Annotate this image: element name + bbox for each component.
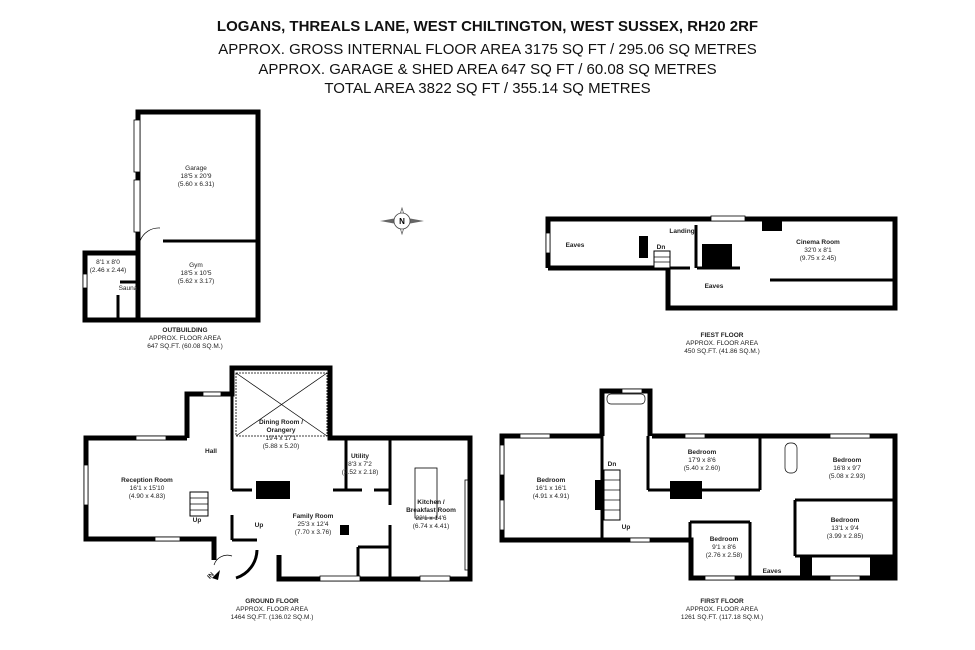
first-floor-plan	[499, 388, 898, 581]
breakfast-room-label: Breakfast Room	[406, 507, 456, 514]
up-label: Up	[193, 517, 202, 524]
compass-label: N	[399, 217, 405, 226]
family-dims-metric: (7.70 x 3.76)	[295, 529, 332, 536]
dining-room-label: Dining Room /	[259, 419, 303, 426]
utility-label: Utility	[351, 453, 369, 460]
orangery-label: Orangery	[267, 427, 296, 434]
eaves-label-3: Eaves	[763, 568, 782, 575]
utility-dims: 8'3 x 7'2	[348, 461, 372, 468]
garage-area: APPROX. GARAGE & SHED AREA 647 SQ FT / 6…	[258, 61, 717, 78]
outbuilding-area: 647 SQ.FT. (60.08 SQ.M.)	[147, 343, 223, 350]
first-floor-title: FIRST FLOOR	[700, 598, 744, 605]
outbuilding-title: OUTBUILDING	[162, 327, 207, 334]
bedroom-3-dims: 16'8 x 9'7	[833, 465, 861, 472]
bath-icon	[606, 393, 646, 405]
bath-icon	[784, 442, 798, 474]
entrance-arrow-icon	[212, 570, 220, 580]
bedroom-4-label: Bedroom	[831, 517, 860, 524]
kitchen-dims-metric: (6.74 x 4.41)	[413, 523, 450, 530]
down-label: Dn	[657, 244, 666, 251]
bedroom-3-label: Bedroom	[833, 457, 862, 464]
bedroom-2-label: Bedroom	[688, 449, 717, 456]
landing-label: Landing	[669, 228, 694, 235]
total-area: TOTAL AREA 3822 SQ FT / 355.14 SQ METRES	[324, 80, 651, 97]
garage-dims: 18'5 x 20'9	[180, 173, 211, 180]
eaves-label: Eaves	[566, 242, 585, 249]
bedroom-1-dims-metric: (4.91 x 4.91)	[533, 493, 570, 500]
cinema-room-label: Cinema Room	[796, 239, 840, 246]
garage-label: Garage	[185, 165, 207, 172]
eaves-label-2: Eaves	[705, 283, 724, 290]
stairs-icon	[653, 250, 671, 269]
up-label-2: Up	[255, 522, 264, 529]
cinema-dims-metric: (9.75 x 2.45)	[800, 255, 837, 262]
kitchen-label: Kitchen /	[417, 499, 445, 506]
gross-area: APPROX. GROSS INTERNAL FLOOR AREA 3175 S…	[218, 41, 757, 58]
bedroom-5-dims-metric: (2.76 x 2.58)	[706, 552, 743, 559]
gym-label: Gym	[189, 262, 203, 269]
bedroom-3-dims-metric: (5.08 x 2.93)	[829, 473, 866, 480]
gym-dims: 18'5 x 10'5	[180, 270, 211, 277]
stairs-icon	[603, 469, 621, 521]
first-floor-area-label: APPROX. FLOOR AREA	[686, 606, 759, 613]
bedroom-1-label: Bedroom	[537, 477, 566, 484]
dining-dims: 19'4 x 17'1	[265, 435, 296, 442]
bedroom-5-label: Bedroom	[710, 536, 739, 543]
kitchen-dims: 22'1 x 14'6	[415, 515, 446, 522]
outbuilding-area-label: APPROX. FLOOR AREA	[149, 335, 222, 342]
bedroom-4-dims: 13'1 x 9'4	[831, 525, 859, 532]
family-room-label: Family Room	[293, 513, 334, 520]
reception-dims: 16'1 x 15'10	[130, 485, 165, 492]
ground-floor-area-label: APPROX. FLOOR AREA	[236, 606, 309, 613]
upper-floor-title: FIEST FLOOR	[701, 332, 744, 339]
bedroom-2-dims: 17'9 x 8'6	[688, 457, 716, 464]
family-dims: 25'3 x 12'4	[297, 521, 328, 528]
entrance-label: IN	[206, 571, 216, 581]
store-dims: 8'1 x 8'0	[96, 259, 120, 266]
bedroom-1-dims: 16'1 x 16'1	[535, 485, 566, 492]
down-label-2: Dn	[608, 461, 617, 468]
hall-label: Hall	[205, 448, 217, 455]
ground-floor-area: 1464 SQ.FT. (136.02 SQ.M.)	[231, 614, 314, 621]
ground-floor-title: GROUND FLOOR	[245, 598, 299, 605]
compass-icon: N	[380, 206, 424, 236]
up-label-3: Up	[622, 524, 631, 531]
upper-floor-area: 450 SQ.FT. (41.86 SQ.M.)	[684, 348, 760, 355]
ground-floor-plan	[83, 365, 473, 582]
property-address: LOGANS, THREALS LANE, WEST CHILTINGTON, …	[216, 18, 759, 35]
garage-dims-metric: (5.60 x 6.31)	[178, 181, 215, 188]
cinema-dims: 32'0 x 8'1	[804, 247, 832, 254]
reception-room-label: Reception Room	[121, 477, 173, 484]
store-dims-metric: (2.46 x 2.44)	[90, 267, 127, 274]
dining-dims-metric: (5.88 x 5.20)	[263, 443, 300, 450]
stairs-icon	[189, 491, 209, 517]
outbuilding-plan	[82, 109, 261, 323]
bedroom-4-dims-metric: (3.99 x 2.85)	[827, 533, 864, 540]
sauna-label: Sauna	[119, 285, 138, 292]
first-floor-area: 1261 SQ.FT. (117.18 SQ.M.)	[681, 614, 763, 621]
reception-dims-metric: (4.90 x 4.83)	[129, 493, 166, 500]
utility-dims-metric: (2.52 x 2.18)	[342, 469, 379, 476]
bedroom-5-dims: 9'1 x 8'6	[712, 544, 736, 551]
upper-floor-area-label: APPROX. FLOOR AREA	[686, 340, 759, 347]
bedroom-2-dims-metric: (5.40 x 2.60)	[684, 465, 721, 472]
gym-dims-metric: (5.62 x 3.17)	[178, 278, 215, 285]
upper-floor-plan	[545, 215, 898, 311]
